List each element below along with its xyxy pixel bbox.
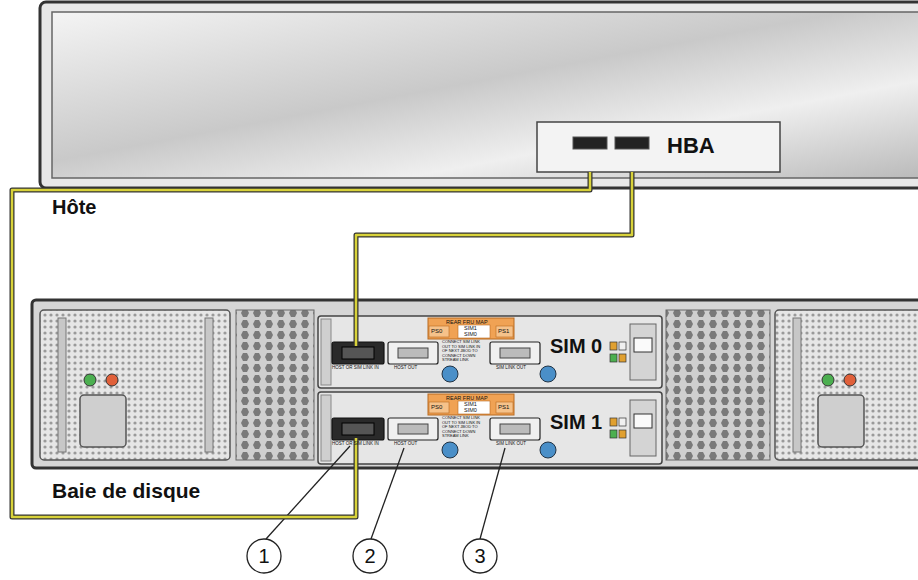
callout-number: 2 [355,545,385,568]
sim-faceplate [318,392,662,464]
hba-port [615,137,649,149]
hba-box: HBA [537,122,780,172]
faceplate-label: REAR FRU MAP [446,395,488,401]
faceplate-label: CONNECT SIM LINK OUT TO SIM LINK IN OF N… [442,416,486,439]
cable-plug [354,316,359,346]
power-supply [775,310,918,460]
fan-grille [236,310,314,460]
faceplate-label: SIM LINK OUT [496,441,526,446]
sim-faceplate [318,316,662,388]
cable [12,172,590,517]
power-supply [40,310,230,460]
callout-circle [247,539,281,573]
faceplate-label: PS0 [431,404,442,411]
psu-handle [205,318,213,452]
device-box: HôteHBA [40,0,918,188]
leader-line [266,446,350,539]
faceplate-label: HOST OR SIM LINK IN [332,365,388,370]
host-housing [40,2,918,188]
psu-latch [80,395,126,447]
psu-led [106,374,118,386]
psu-led [84,374,96,386]
leader-line [371,448,404,539]
host-bevel [52,12,918,178]
callout-number: 3 [465,545,495,568]
faceplate-label: PS0 [431,328,442,335]
hba-port [573,137,607,149]
faceplate-label: SIM0 [464,331,477,337]
faceplate-label: REAR FRU MAP [446,319,488,325]
array-housing [32,300,918,468]
psu-handle [58,318,66,452]
sim-module: SIM 0 [318,316,662,388]
faceplate-label: HOST OR SIM LINK IN [332,441,388,446]
faceplate-label: CONNECT SIM LINK OUT TO SIM LINK IN OF N… [442,340,486,363]
fan-grille [666,310,770,460]
psu-latch [818,395,864,447]
faceplate-label: SIM0 [464,407,477,413]
node-label: Baie de disque [52,479,200,502]
callout-number: 1 [249,545,279,568]
callout-circle [463,539,497,573]
psu-handle [793,318,801,452]
psu-led [844,374,856,386]
faceplate-label: PS1 [498,404,509,411]
hba-card [537,122,780,172]
leader-line [480,448,505,539]
faceplate-label: PS1 [498,328,509,335]
faceplate-label: SIM1 [464,401,477,407]
psu-led [822,374,834,386]
faceplate-label: SIM1 [464,325,477,331]
node-label: HBA [667,134,715,158]
callout-circle [353,539,387,573]
faceplate-label: SIM LINK OUT [496,365,526,370]
cable-plug [355,316,358,346]
sim-module: SIM 1 [318,392,662,464]
node-label: SIM 0 [550,335,602,357]
faceplate-label: HOST OUT [394,365,417,370]
faceplate-label: HOST OUT [394,441,417,446]
cable [356,172,632,316]
node-label: Hôte [52,196,96,218]
node-label: SIM 1 [550,411,602,433]
